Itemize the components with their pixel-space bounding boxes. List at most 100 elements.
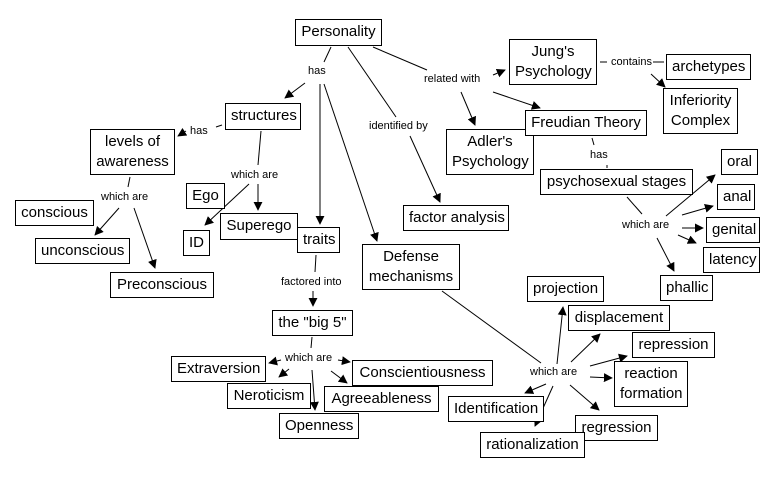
node-label: latency	[709, 251, 757, 268]
node-ego[interactable]: Ego	[186, 183, 225, 209]
node-label-line: Psychology	[515, 63, 592, 80]
node-label: phallic	[666, 279, 709, 296]
link-which-are-big5[interactable]: which are	[284, 352, 334, 365]
link-contains[interactable]: contains	[610, 56, 653, 69]
connector-arrow	[330, 370, 348, 384]
node-latency[interactable]: latency	[703, 247, 760, 273]
node-identification[interactable]: Identification	[448, 396, 544, 422]
connector-arrow	[589, 373, 613, 383]
connector-arrow	[681, 203, 714, 216]
node-genital[interactable]: genital	[706, 217, 760, 243]
connector-line	[591, 137, 595, 146]
node-rationalization[interactable]: rationalization	[480, 432, 585, 458]
node-label: genital	[712, 221, 757, 238]
link-identified-by[interactable]: identified by	[368, 120, 429, 133]
node-traits[interactable]: traits	[297, 227, 340, 253]
link-has-structures[interactable]: has	[189, 125, 209, 138]
node-extraversion[interactable]: Extraversion	[171, 356, 266, 382]
node-label: Agreeableness	[331, 390, 432, 407]
connector-arrow	[133, 207, 157, 269]
link-which-are-defense[interactable]: which are	[529, 366, 579, 379]
node-label: regression	[581, 419, 652, 436]
node-label: Identification	[454, 400, 539, 417]
link-related-with[interactable]: related with	[423, 73, 482, 86]
node-freudian-theory[interactable]: Freudian Theory	[525, 110, 647, 136]
node-label-line: mechanisms	[368, 268, 454, 285]
node-label: psychosexual stages	[546, 173, 687, 190]
node-label: Neroticism	[233, 387, 305, 404]
node-psychosexual-stages[interactable]: psychosexual stages	[540, 169, 693, 195]
node-superego[interactable]: Superego	[220, 213, 298, 240]
node-label: ID	[189, 234, 204, 251]
link-which-are-levels[interactable]: which are	[100, 191, 150, 204]
node-label: Ego	[192, 187, 219, 204]
node-projection[interactable]: projection	[527, 276, 604, 302]
node-personality[interactable]: Personality	[295, 19, 382, 46]
connector-line	[314, 254, 317, 273]
node-structures[interactable]: structures	[225, 103, 301, 130]
connector-arrow	[650, 73, 666, 88]
connector-arrow	[460, 91, 476, 126]
connector-line	[323, 46, 332, 63]
node-label-line: formation	[620, 385, 683, 402]
node-label: Personality	[301, 23, 376, 40]
link-has-freudian[interactable]: has	[589, 149, 609, 162]
node-preconscious[interactable]: Preconscious	[110, 272, 214, 298]
node-openness[interactable]: Openness	[279, 413, 359, 439]
node-conscientiousness[interactable]: Conscientiousness	[352, 360, 493, 386]
node-phallic[interactable]: phallic	[660, 275, 713, 301]
node-neroticism[interactable]: Neroticism	[227, 383, 311, 409]
node-defense-mechanisms[interactable]: Defense mechanisms	[362, 244, 460, 290]
connector-arrow	[323, 83, 379, 242]
link-which-are-structures[interactable]: which are	[230, 169, 280, 182]
connector-line	[127, 176, 131, 188]
node-id[interactable]: ID	[183, 230, 210, 256]
connector-line	[626, 196, 643, 215]
connector-arrow	[524, 383, 547, 394]
link-which-are-stages[interactable]: which are	[621, 219, 671, 232]
connector-arrow	[570, 333, 601, 363]
node-agreeableness[interactable]: Agreeableness	[324, 386, 439, 412]
node-unconscious[interactable]: unconscious	[35, 238, 130, 264]
connector-arrow	[177, 127, 188, 137]
node-label: structures	[231, 107, 297, 124]
connector-line	[347, 46, 397, 118]
connector-line	[257, 130, 262, 166]
node-regression[interactable]: regression	[575, 415, 658, 441]
node-displacement[interactable]: displacement	[568, 305, 670, 331]
link-has-main[interactable]: has	[307, 65, 327, 78]
node-label: traits	[303, 231, 336, 248]
node-label-line: Defense	[383, 248, 439, 265]
connector-arrow	[569, 384, 600, 411]
node-factor-analysis[interactable]: factor analysis	[403, 205, 509, 231]
link-factored-into[interactable]: factored into	[280, 276, 343, 289]
node-archetypes[interactable]: archetypes	[666, 54, 751, 80]
node-label: Openness	[285, 417, 354, 434]
node-big-5[interactable]: the "big 5"	[272, 310, 353, 336]
node-label: rationalization	[486, 436, 579, 453]
connector-arrow	[337, 356, 351, 366]
connector-arrow	[492, 91, 541, 110]
node-conscious[interactable]: conscious	[15, 200, 94, 226]
connector-arrow	[278, 368, 290, 378]
node-label-line: reaction	[624, 365, 678, 382]
node-oral[interactable]: oral	[721, 149, 758, 175]
node-label: Superego	[226, 217, 292, 234]
connector-arrow	[204, 183, 250, 226]
connector-line	[372, 46, 428, 71]
node-label-line: Jung's	[531, 43, 575, 60]
node-repression[interactable]: repression	[632, 332, 715, 358]
node-label: the "big 5"	[278, 314, 347, 331]
connector-arrow	[268, 356, 282, 366]
node-anal[interactable]: anal	[717, 184, 755, 210]
connector-arrow	[556, 306, 567, 365]
node-label-line: Adler's	[467, 133, 513, 150]
node-reaction-formation[interactable]: reaction formation	[614, 361, 688, 407]
node-label-line: awareness	[96, 153, 169, 170]
node-label: displacement	[574, 309, 664, 326]
